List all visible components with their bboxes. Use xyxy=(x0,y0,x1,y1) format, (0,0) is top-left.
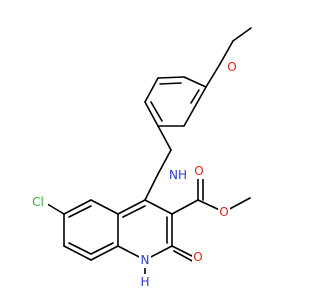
benzyl-ring xyxy=(144,76,207,127)
label-background xyxy=(218,204,230,220)
molecule-structure: Cl NH O O O O N H xyxy=(28,27,252,290)
bond xyxy=(90,242,114,255)
bond xyxy=(144,77,159,103)
bond xyxy=(190,89,200,104)
bond xyxy=(122,205,146,218)
lactam-oxygen-label: O xyxy=(193,250,202,264)
quinolinone-core xyxy=(63,199,173,261)
ester-carbonyl-oxygen-label: O xyxy=(194,164,203,178)
bond xyxy=(157,125,172,151)
atom-labels: Cl NH O O O O N H xyxy=(28,59,238,290)
bond xyxy=(68,205,92,218)
label-background xyxy=(226,59,238,75)
bond xyxy=(219,40,234,65)
amine-nitrogen-label: NH xyxy=(169,168,187,182)
bond xyxy=(90,245,119,261)
ester-ether-oxygen-label: O xyxy=(219,205,228,219)
bond xyxy=(159,82,182,85)
label-background xyxy=(139,252,151,268)
bond xyxy=(117,199,146,215)
benzyl-amine-linker xyxy=(144,125,172,201)
label-background xyxy=(192,249,204,265)
bond xyxy=(183,76,207,88)
ethoxy-group xyxy=(205,27,252,88)
label-background xyxy=(28,194,48,210)
bond xyxy=(171,199,199,215)
bond xyxy=(144,101,159,127)
bond xyxy=(157,76,185,79)
bond xyxy=(173,250,195,263)
bond xyxy=(196,86,207,104)
ring-nitrogen-label: N xyxy=(141,253,150,267)
ring-nitrogen-hydrogen-label: H xyxy=(140,275,149,289)
bond xyxy=(63,199,92,215)
bond xyxy=(232,27,252,42)
bond xyxy=(63,245,92,261)
lactam-group xyxy=(144,245,197,283)
chlorine-atom-label: Cl xyxy=(32,195,44,209)
label-background xyxy=(139,274,151,290)
bond xyxy=(205,63,221,88)
bond xyxy=(157,149,172,175)
bond xyxy=(144,173,159,201)
label-background xyxy=(167,167,189,183)
bond xyxy=(68,242,92,255)
bond xyxy=(150,101,163,122)
label-background xyxy=(193,163,205,179)
ether-oxygen-label: O xyxy=(227,60,236,74)
bond xyxy=(183,102,198,127)
bond xyxy=(90,199,119,215)
bond xyxy=(144,199,173,215)
